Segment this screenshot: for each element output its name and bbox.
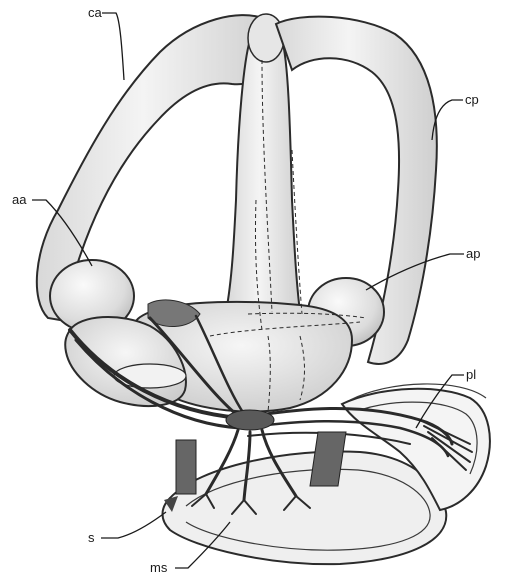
- label-pl: pl: [466, 367, 476, 382]
- label-ap: ap: [466, 246, 480, 261]
- label-s: s: [88, 530, 95, 545]
- label-cp: cp: [465, 92, 479, 107]
- leader-s: [101, 512, 166, 538]
- label-ms: ms: [150, 560, 168, 575]
- label-ca: ca: [88, 5, 103, 20]
- saccule-plate: [163, 451, 447, 564]
- leader-ca: [102, 13, 124, 80]
- label-aa: aa: [12, 192, 27, 207]
